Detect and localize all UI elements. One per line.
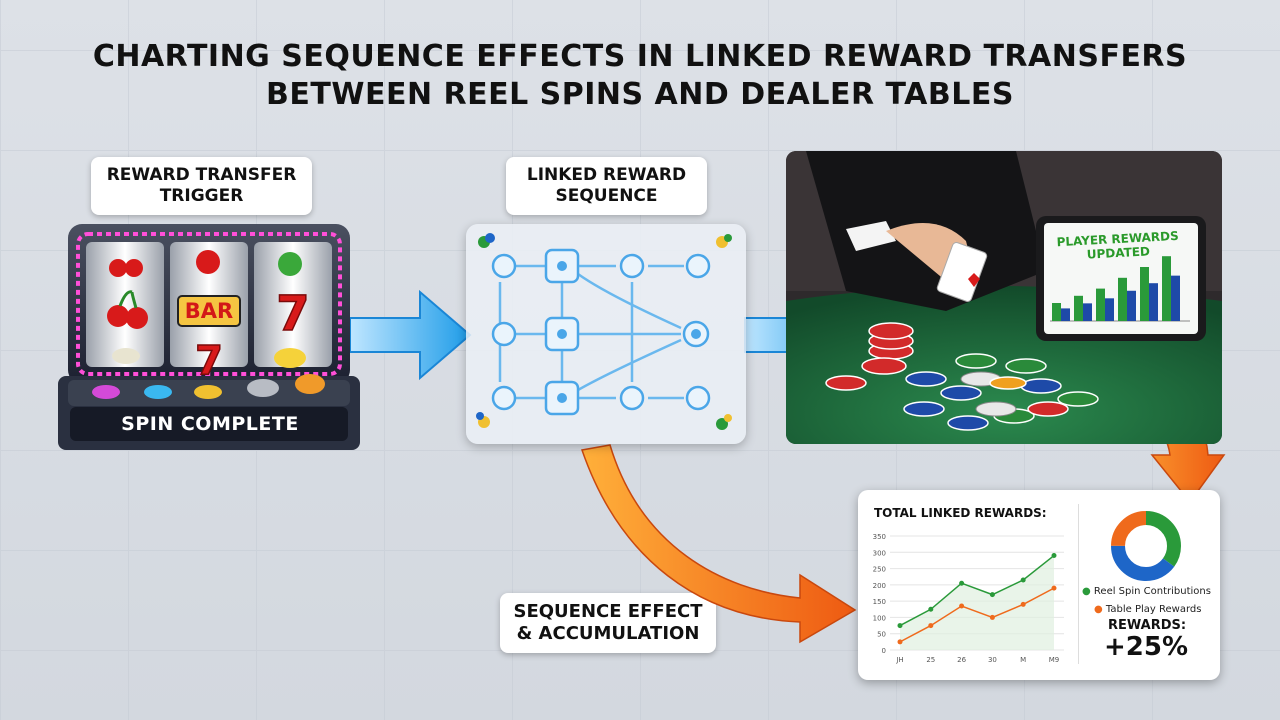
reel-series-line [899,554,1055,627]
legend-reel-label: Reel Spin Contributions [1093,586,1211,597]
melon-icon [278,252,302,276]
legend-dot-orange-icon: ● [1094,604,1103,615]
x-tick-label: 30 [988,656,997,664]
page-title: CHARTING SEQUENCE EFFECTS IN LINKED REWA… [0,38,1280,114]
arrow-sequence-to-accumulation [581,444,857,644]
reward-transfer-trigger-label: REWARD TRANSFER TRIGGER [91,157,312,215]
title-line-2: BETWEEN REEL SPINS AND DEALER TABLES [266,77,1014,112]
y-tick-label: 300 [873,549,886,557]
linked-reward-sequence-panel [466,224,746,444]
trigger-label-line-2: TRIGGER [159,186,244,206]
orange-button-icon [295,374,325,394]
reel-series-point [1051,553,1057,559]
table-series-point [989,614,995,620]
sequence-connections [498,264,684,400]
bar-symbol-icon [177,295,241,327]
tablet-bar-green [1162,256,1171,321]
dealer-table-illustration [786,151,1222,444]
x-tick-label: 25 [926,656,935,664]
tablet-bar-green [1074,295,1083,321]
slot-machine: 7 7 [58,224,360,450]
legend-table-label: Table Play Rewards [1105,604,1202,615]
donut-segment [1111,511,1181,581]
table-series-point [959,603,965,609]
cherry-icon [107,259,148,329]
effect-label-line-1: SEQUENCE EFFECT [513,601,703,622]
legend-dot-green-icon: ● [1082,586,1091,597]
title-line-1: CHARTING SEQUENCE EFFECTS IN LINKED REWA… [92,39,1188,74]
x-tick-label: JH [895,656,903,664]
table-series-point [1020,601,1026,607]
tablet-bar-green [1118,277,1127,321]
yellow-button-icon [194,385,222,399]
chip-stack-icon [825,322,1099,431]
y-tick-label: 200 [873,582,886,590]
table-series-point [1051,585,1057,591]
y-tick-label: 0 [882,647,886,655]
total-linked-rewards-card: TOTAL LINKED REWARDS: 0 50 100 150 200 250 300… [858,490,1220,680]
legend-reel: ● Reel Spin Contributions [1082,586,1211,597]
purple-button-icon [92,385,120,399]
arrow-slot-to-sequence [349,289,472,381]
reel-series-point [928,606,934,612]
tablet-bar-blue [1061,308,1070,321]
sequence-network-diagram [476,233,732,430]
sequence-label-line-2: SEQUENCE [555,186,658,206]
tablet-bar-blue [1149,283,1158,321]
tablet-bar-green [1140,267,1149,321]
sequence-label-line-1: LINKED REWARD [526,165,687,185]
table-series-point [897,639,903,645]
x-tick-label: 26 [957,656,966,664]
tablet-device [1036,216,1206,341]
y-tick-label: 100 [873,614,886,622]
y-tick-label: 250 [873,566,886,574]
legend-table: ● Table Play Rewards [1094,604,1201,615]
sequence-effect-label: SEQUENCE EFFECT & ACCUMULATION [500,593,716,653]
trigger-label-line-1: REWARD TRANSFER [106,165,297,185]
rewards-label: REWARDS: [1108,618,1187,633]
tablet-bar-green [1096,288,1105,321]
x-tick-label: M9 [1049,656,1060,664]
reel-series-point [897,623,903,629]
table-series-point [928,623,934,629]
effect-label-line-2: & ACCUMULATION [516,623,700,644]
cherry-icon [196,250,220,274]
y-tick-label: 350 [873,533,886,541]
tablet-bar-blue [1171,275,1180,321]
chip-cluster-icon [476,233,732,430]
reel-series-point [989,592,995,598]
dealer-table-scene [786,151,1222,444]
rewards-value: +25% [1104,632,1189,662]
tablet-bar-green [1052,303,1061,321]
dealer-cuff [846,221,896,251]
sequence-nodes [491,248,711,416]
tablet-bar-blue [1105,298,1114,321]
rewards-donut-chart [1111,511,1181,581]
y-tick-label: 150 [873,598,886,606]
node-center-icons [557,261,701,403]
dashboard-title: TOTAL LINKED REWARDS: [874,506,1047,520]
y-tick-label: 50 [877,631,886,639]
dashboard-divider [1078,504,1079,664]
linked-reward-sequence-label: LINKED REWARD SEQUENCE [506,157,707,215]
table-series-line [899,587,1055,643]
lemon-icon [274,348,306,368]
heart-suit-icon [968,273,980,287]
reel-symbol-icon [112,348,140,364]
tablet-bar-chart [1050,256,1190,322]
blue-button-icon [144,385,172,399]
seven-symbol-icon: 7 [276,286,309,342]
tablet-bar-blue [1083,303,1092,321]
grey-button-icon [247,379,279,397]
bar-symbol-text: BAR [184,299,234,323]
donut-segment [1111,511,1181,581]
reel-series-point [959,580,965,586]
spin-complete-label: SPIN COMPLETE [121,413,299,435]
reel-series-point [1020,577,1026,583]
reel-area-fill [900,555,1054,650]
x-tick-label: M [1020,656,1026,664]
tablet-bar-blue [1127,290,1136,321]
